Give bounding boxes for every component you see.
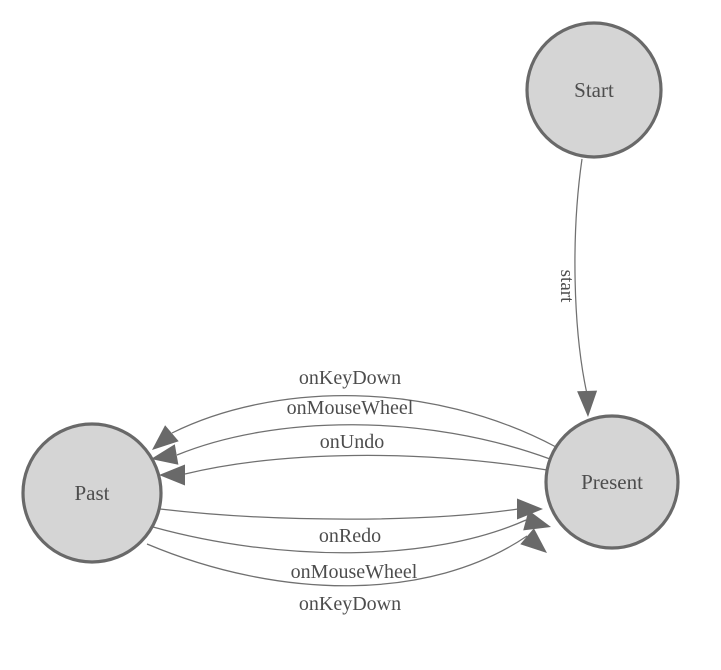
- arrowhead-icon: [520, 528, 547, 553]
- edge-path-onredo: [159, 508, 519, 520]
- arrowhead-icon: [151, 444, 179, 465]
- edge-start-to-present: start: [556, 158, 598, 417]
- arrowhead-icon: [152, 425, 179, 450]
- edge-present-to-past-onundo: onUndo: [159, 431, 548, 486]
- edge-label-onmousewheel-top: onMouseWheel: [287, 397, 414, 419]
- edge-label-onkeydown-top: onKeyDown: [299, 367, 401, 389]
- state-label-present: Present: [581, 470, 643, 494]
- edge-path-onundo: [184, 454, 548, 475]
- state-circle-start[interactable]: [525, 21, 663, 159]
- edge-path-onkeydown-bottom: [146, 535, 528, 587]
- arrowhead-icon: [159, 464, 185, 486]
- edge-label-onkeydown-bottom: onKeyDown: [299, 593, 401, 615]
- edge-path-onmousewheel-bottom: [152, 519, 527, 554]
- state-node-present[interactable]: Present: [544, 414, 680, 550]
- edge-past-to-present-onmousewheel: onMouseWheel: [152, 510, 551, 583]
- edge-path-onmousewheel-top: [176, 424, 551, 460]
- edge-path-start: [574, 158, 588, 395]
- edge-label-start: start: [556, 270, 577, 303]
- arrowhead-icon: [517, 498, 543, 520]
- edge-label-onredo: onRedo: [319, 525, 381, 547]
- edge-present-to-past-onkeydown: onKeyDown: [152, 367, 557, 450]
- state-node-start[interactable]: Start: [525, 21, 663, 159]
- edge-path-onkeydown-top: [171, 395, 557, 448]
- edge-past-to-present-onredo: onRedo: [159, 498, 543, 547]
- arrowhead-icon: [577, 390, 598, 417]
- state-circle-past[interactable]: [21, 422, 163, 564]
- state-label-past: Past: [74, 481, 109, 505]
- arrowhead-icon: [523, 510, 551, 531]
- state-circle-present[interactable]: [544, 414, 680, 550]
- edge-label-onmousewheel-bottom: onMouseWheel: [291, 561, 418, 583]
- edge-present-to-past-onmousewheel: onMouseWheel: [151, 397, 551, 465]
- state-label-start: Start: [574, 78, 614, 102]
- state-node-past[interactable]: Past: [21, 422, 163, 564]
- edge-label-onundo: onUndo: [320, 431, 384, 453]
- edge-past-to-present-onkeydown: onKeyDown: [146, 528, 547, 615]
